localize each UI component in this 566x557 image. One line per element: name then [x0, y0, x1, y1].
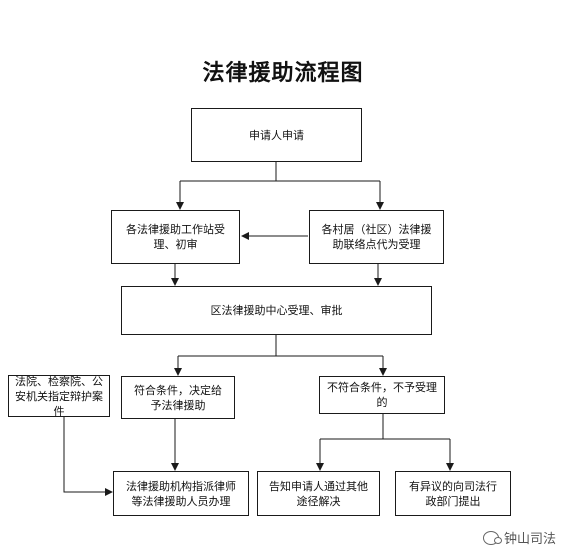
box-unqualified: 不符合条件，不予受理的	[319, 376, 445, 414]
diagram-title: 法律援助流程图	[202, 60, 364, 86]
box-assign: 法律援助机构指派律师等法律援助人员办理	[113, 471, 249, 516]
box-center: 区法律援助中心受理、审批	[121, 286, 432, 335]
box-court: 法院、检察院、公安机关指定辩护案件	[8, 375, 110, 418]
arrow-court-line	[63, 417, 113, 496]
box-qualified: 符合条件，决定给予法律援助	[121, 376, 235, 419]
watermark-text: 钟山司法	[503, 532, 556, 547]
box-apply: 申请人申请	[191, 108, 362, 162]
box-station: 各法律援助工作站受理、初审	[111, 210, 240, 264]
box-village: 各村居（社区）法律援助联络点代为受理	[309, 210, 444, 264]
box-objection: 有异议的向司法行政部门提出	[395, 471, 511, 516]
watermark: 钟山司法	[482, 528, 556, 547]
box-inform: 告知申请人通过其他途径解决	[257, 471, 380, 516]
wechat-icon	[482, 530, 502, 545]
